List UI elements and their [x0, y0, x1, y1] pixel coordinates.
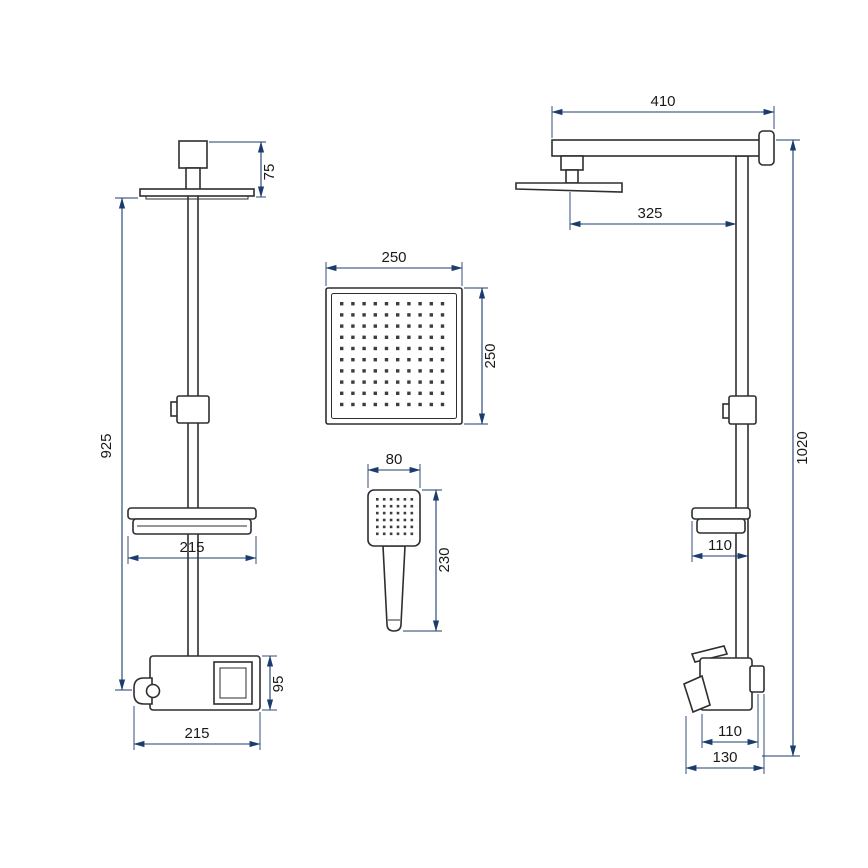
dim-handset-width: 80 [367, 451, 421, 488]
dim-label-95: 95 [270, 676, 287, 693]
mixer-spout-front [133, 677, 153, 705]
mixer-wall-mount-side [749, 665, 765, 693]
dim-label-215-bottom: 215 [184, 725, 209, 742]
dim-label-215-shelf: 215 [179, 539, 204, 556]
rain-head-inner [331, 293, 457, 419]
shelf-rim-side [691, 507, 751, 520]
dim-label-130: 130 [712, 749, 737, 766]
dim-label-75: 75 [261, 164, 278, 181]
slider-holder-side [728, 395, 757, 425]
wall-flange-side [758, 130, 775, 166]
dim-label-325: 325 [637, 205, 662, 222]
head-stem-front [185, 167, 201, 191]
head-joint-side [560, 155, 584, 171]
dim-label-250-top: 250 [381, 249, 406, 266]
dim-head-drop: 75 [209, 141, 278, 198]
dim-label-110-shelf: 110 [708, 537, 732, 554]
shower-arm-side [551, 139, 765, 157]
rain-head-front [139, 188, 255, 197]
dim-handset-length: 230 [403, 489, 453, 632]
front-view-dimensions: 75 925 215 95 215 [98, 141, 287, 750]
rain-head-detail: 250 250 [325, 249, 499, 425]
dim-label-410: 410 [650, 93, 675, 110]
dim-label-230: 230 [436, 547, 453, 572]
shelf-body-side [696, 518, 746, 534]
dim-mixer-height: 95 [262, 655, 287, 711]
dim-shelf-depth: 110 [691, 521, 749, 562]
dim-overall-width: 215 [133, 706, 261, 750]
dim-label-250-right: 250 [482, 343, 499, 368]
hand-shower-handle [382, 545, 406, 632]
rain-head-lip-front [145, 195, 249, 200]
dim-total-height: 1020 [762, 139, 811, 757]
ceiling-mount-front [178, 140, 208, 169]
rain-head-nozzles [340, 302, 452, 414]
hand-shower-nozzles [376, 498, 418, 540]
dim-mixer-depth: 110 [701, 694, 759, 748]
dim-label-80: 80 [386, 451, 403, 468]
spout-outlet-front [145, 683, 161, 699]
dim-label-1020: 1020 [794, 431, 811, 464]
dim-column-height: 925 [98, 197, 138, 691]
riser-pipe-side [735, 155, 749, 707]
slider-holder-front [176, 395, 210, 424]
mixer-spout-side [683, 674, 711, 714]
dim-label-110-bottom: 110 [718, 723, 742, 740]
head-stem-side [565, 169, 579, 184]
dim-head-reach: 325 [569, 192, 737, 230]
dim-shelf-width: 215 [127, 536, 257, 564]
dim-head-width: 250 [325, 249, 463, 286]
side-view [515, 130, 775, 714]
dim-arm-length: 410 [551, 93, 775, 138]
shelf-rim-front [127, 507, 257, 520]
riser-pipe-front [187, 194, 199, 658]
dim-overall-depth: 130 [685, 694, 765, 774]
dim-label-925: 925 [98, 433, 115, 458]
dim-head-height: 250 [464, 287, 499, 425]
hand-shower-detail: 80 230 [367, 451, 453, 632]
rain-head-side [515, 182, 623, 193]
mixer-plate-inner-front [219, 667, 247, 699]
side-view-dimensions: 410 325 1020 110 110 [551, 93, 811, 774]
front-view [127, 140, 261, 711]
